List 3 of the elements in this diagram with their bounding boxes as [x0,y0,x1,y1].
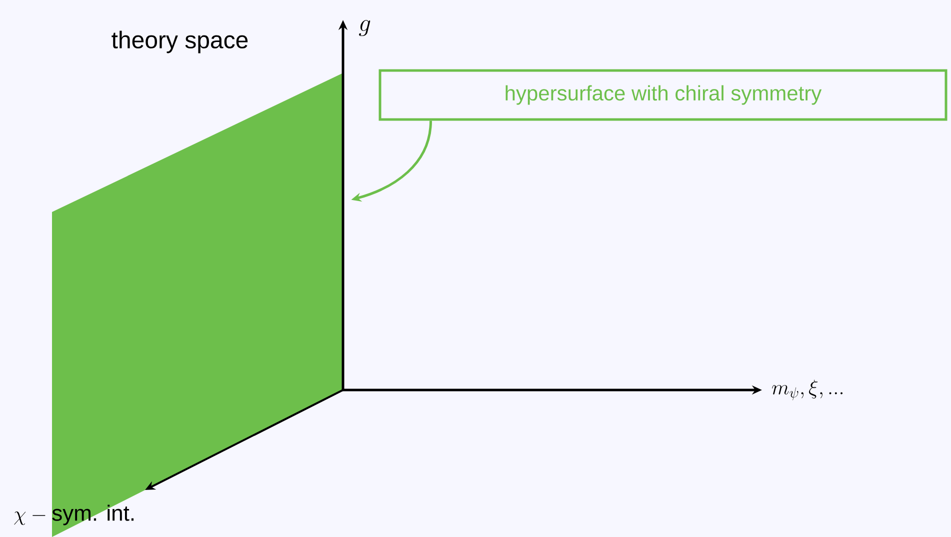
label-box: hypersurface with chiral symmetry [378,69,948,121]
axis-label: $m_{\psi}, \xi, ...$ [772,380,843,400]
axis-label: $g$ [359,20,370,36]
